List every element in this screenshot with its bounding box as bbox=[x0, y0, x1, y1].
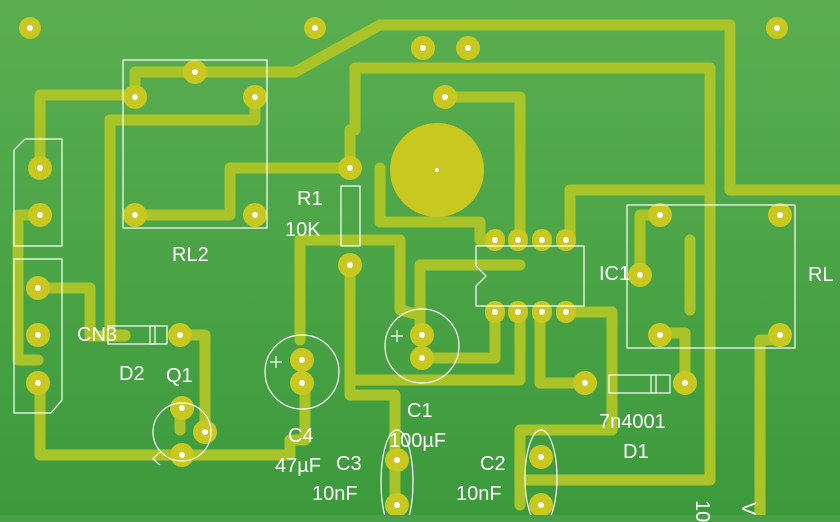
pad bbox=[243, 85, 267, 109]
diode-d1-band bbox=[650, 374, 657, 394]
ic-pin bbox=[532, 229, 552, 251]
pad bbox=[193, 420, 217, 444]
label-c1-value: 100µF bbox=[389, 430, 447, 452]
label-ic1: IC1 bbox=[599, 263, 631, 285]
diode-d2-outline bbox=[107, 325, 168, 345]
ic-pin bbox=[556, 301, 576, 323]
pad bbox=[26, 323, 50, 347]
pad bbox=[304, 17, 326, 39]
ic-pin bbox=[508, 229, 528, 251]
pad bbox=[648, 203, 672, 227]
label-d2: D2 bbox=[119, 363, 145, 385]
relay-rl1-outline bbox=[626, 204, 796, 349]
pad bbox=[170, 396, 194, 420]
silkscreen bbox=[13, 59, 796, 515]
ic-pin bbox=[508, 301, 528, 323]
label-c3-ref: C3 bbox=[336, 453, 362, 475]
pad bbox=[628, 263, 652, 287]
connector-cn3-outline bbox=[13, 258, 63, 414]
pad bbox=[123, 203, 147, 227]
pad bbox=[410, 323, 434, 347]
pad bbox=[28, 203, 52, 227]
label-edge-partial-right: V bbox=[737, 502, 759, 516]
label-rl1: RL bbox=[808, 264, 834, 286]
ic-pin bbox=[485, 301, 505, 323]
pad bbox=[673, 371, 697, 395]
pad bbox=[168, 323, 192, 347]
capacitor-c1-outline bbox=[384, 308, 460, 384]
label-q1: Q1 bbox=[166, 365, 193, 387]
label-edge-partial: 10 bbox=[691, 500, 713, 522]
pad bbox=[385, 493, 409, 515]
label-r1-ref: R1 bbox=[297, 188, 323, 210]
pads bbox=[19, 17, 792, 515]
connector-outline-top bbox=[13, 138, 63, 247]
pad bbox=[433, 85, 457, 109]
label-c2-ref: C2 bbox=[480, 453, 506, 475]
diode-d1-outline bbox=[608, 374, 671, 394]
ic-pin bbox=[532, 301, 552, 323]
pad bbox=[529, 493, 553, 515]
capacitor-c2-outline bbox=[524, 429, 558, 515]
pad bbox=[768, 323, 792, 347]
label-d1-value: 7n4001 bbox=[599, 411, 666, 433]
label-rl2: RL2 bbox=[172, 244, 209, 266]
label-c1-ref: C1 bbox=[407, 400, 433, 422]
resistor-r1-outline bbox=[340, 185, 361, 247]
pad bbox=[456, 36, 480, 60]
pad bbox=[28, 156, 52, 180]
pad bbox=[338, 156, 362, 180]
ic-pin bbox=[556, 229, 576, 251]
pad bbox=[529, 445, 553, 469]
pad bbox=[573, 371, 597, 395]
relay-rl2-outline bbox=[122, 59, 268, 229]
label-r1-value: 10K bbox=[285, 219, 321, 241]
ic1-outline bbox=[475, 245, 585, 307]
pad bbox=[385, 448, 409, 472]
pad bbox=[338, 253, 362, 277]
diode-d2-band bbox=[149, 325, 156, 345]
pad bbox=[648, 323, 672, 347]
pad bbox=[19, 17, 41, 39]
pad bbox=[170, 443, 194, 467]
capacitor-c1-polarity bbox=[391, 330, 403, 342]
pad bbox=[26, 371, 50, 395]
capacitor-c4-outline bbox=[264, 334, 340, 410]
pad bbox=[766, 17, 788, 39]
capacitor-c3-outline bbox=[380, 429, 414, 515]
label-c3-value: 10nF bbox=[312, 483, 358, 505]
label-c4-ref: C4 bbox=[288, 425, 314, 447]
label-c2-value: 10nF bbox=[456, 483, 502, 505]
transistor-q1-tab bbox=[152, 451, 161, 466]
label-cn3: CN3 bbox=[77, 324, 118, 346]
pad bbox=[411, 36, 435, 60]
pad bbox=[243, 203, 267, 227]
pad bbox=[768, 203, 792, 227]
transistor-q1-outline bbox=[152, 402, 212, 462]
capacitor-c4-polarity bbox=[270, 356, 282, 368]
pad bbox=[183, 60, 207, 84]
pad bbox=[123, 85, 147, 109]
pad bbox=[410, 346, 434, 370]
ic-pin bbox=[485, 229, 505, 251]
pad bbox=[290, 371, 314, 395]
label-d1-ref: D1 bbox=[623, 441, 649, 463]
pad bbox=[26, 276, 50, 300]
pad bbox=[290, 348, 314, 372]
label-c4-value: 47µF bbox=[275, 455, 321, 477]
